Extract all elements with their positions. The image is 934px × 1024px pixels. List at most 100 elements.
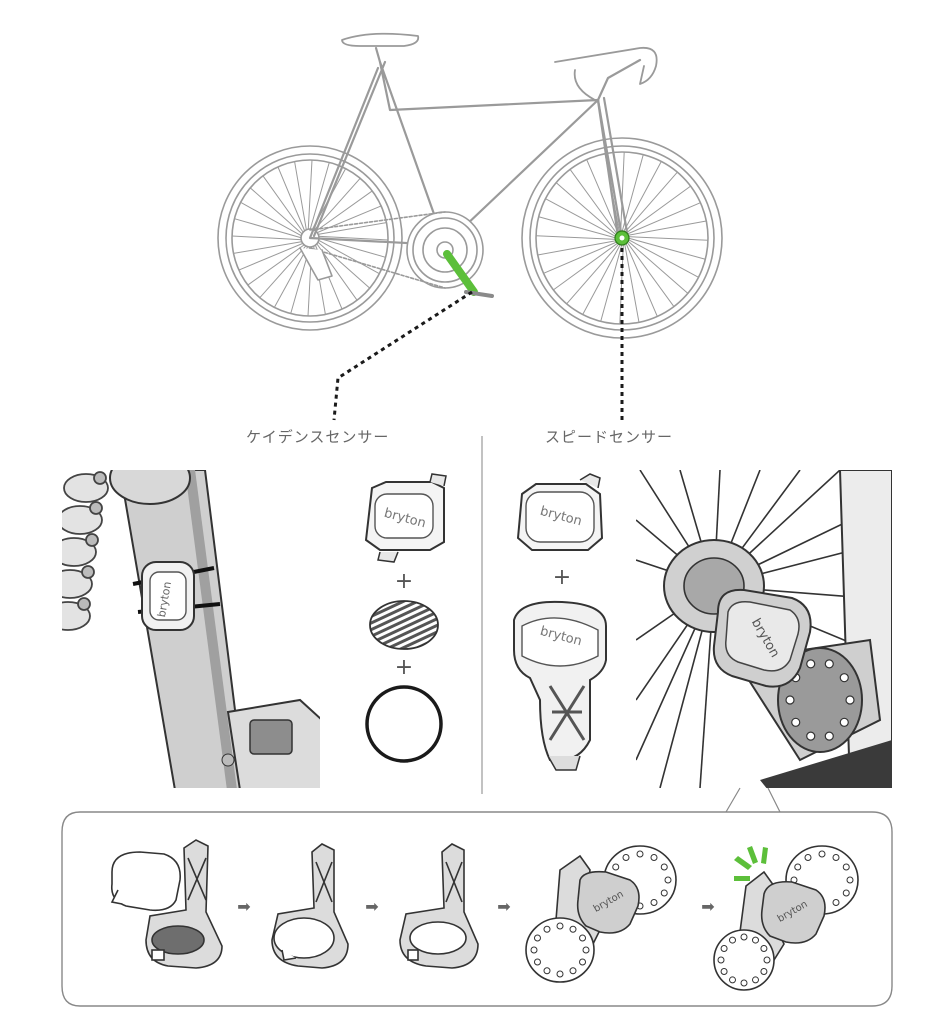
plus-sign-3: + (553, 565, 571, 590)
flange-hole (556, 970, 564, 978)
spoke (543, 241, 618, 274)
cadence-sensor-on-crank: bryton (132, 561, 221, 631)
flange-hole (729, 976, 736, 984)
spoke (273, 245, 309, 308)
install-step-1 (110, 839, 223, 969)
arrow-right-icon-1: ➡ (237, 897, 250, 916)
flange-hole (824, 659, 834, 669)
flange-hole (660, 863, 668, 871)
spoke (277, 166, 306, 233)
speed-closeup-panel: bryton (636, 470, 892, 788)
flange-hole (832, 899, 840, 907)
spoke (552, 242, 619, 291)
spoke (624, 242, 640, 323)
spoke (555, 182, 618, 236)
spoke (233, 218, 303, 239)
chain-icon (62, 471, 109, 631)
spoke (294, 161, 308, 232)
plus-sign-2: + (395, 655, 413, 680)
spoke (625, 242, 658, 317)
flange-hole (579, 958, 587, 966)
flange-hole (806, 659, 816, 669)
spoke (238, 242, 305, 271)
flange-hole (556, 922, 564, 930)
flange-hole (650, 899, 658, 907)
flange-hole (569, 925, 577, 933)
pedal-icon (221, 698, 320, 788)
spoke (538, 216, 617, 239)
spoke (600, 243, 623, 322)
spoke (259, 244, 308, 299)
flange-holes (785, 659, 855, 741)
flange-hole (622, 853, 630, 861)
spoke (316, 240, 371, 289)
flange-hole (785, 695, 795, 705)
spoke (626, 241, 675, 308)
front-fork (596, 98, 620, 238)
spoke (627, 238, 700, 278)
spoke (544, 198, 617, 238)
flange-hole (582, 946, 590, 954)
flange-hole (846, 876, 854, 884)
flange-hole (720, 968, 728, 975)
spoke (566, 242, 620, 305)
cadence-sensor-icon: bryton (364, 473, 447, 563)
mount-bracket-icon: bryton (513, 600, 607, 771)
flange-hole (729, 936, 736, 944)
spoke (626, 202, 701, 235)
plus-sign-1: + (395, 569, 413, 594)
front-hub-highlight (614, 230, 630, 246)
click-burst-icon (734, 846, 768, 881)
spoke (240, 201, 303, 237)
flange-hole (612, 863, 620, 871)
callout-pointer (725, 787, 781, 813)
install-step-5: bryton (713, 845, 859, 991)
spoke (262, 175, 305, 234)
rear-derailleur (299, 247, 333, 281)
flange-hole (752, 976, 759, 984)
flange-hole (791, 717, 801, 727)
speed-sensor-label: スピードセンサー (545, 428, 674, 446)
spoke (233, 240, 304, 254)
flange-hole (824, 731, 834, 741)
flange-hole (818, 850, 826, 858)
spoke (307, 159, 313, 231)
cadence-leader-line (332, 290, 473, 421)
flange-hole (740, 933, 748, 941)
spoke (317, 235, 389, 241)
spoke (586, 159, 619, 234)
spoke (317, 239, 380, 275)
spoke (249, 187, 304, 236)
cadence-sensor-label: ケイデンスセンサー (246, 428, 390, 446)
flange-hole (533, 934, 541, 942)
flange-hole (720, 945, 728, 952)
spoke (624, 171, 678, 234)
flange-hole (664, 876, 672, 884)
flange-hole (804, 853, 812, 861)
speed-sensor-icon: bryton (516, 473, 604, 551)
flange-hole (839, 717, 849, 727)
spoke (626, 240, 689, 294)
brand-logo-cadence-mounted: bryton (155, 580, 174, 618)
flange-hole (794, 863, 802, 871)
flange-hole (543, 967, 551, 975)
flange-hole (650, 853, 658, 861)
spoke (626, 220, 707, 236)
speed-sensor-on-hub: bryton (712, 588, 812, 688)
spoke (317, 237, 387, 258)
flange-hole (717, 956, 725, 964)
spoke (627, 236, 709, 241)
flange-hole (832, 853, 840, 861)
arrow-right-icon-2: ➡ (365, 897, 378, 916)
install-step-3 (399, 843, 479, 969)
spoke (231, 235, 303, 241)
flange-hole (543, 925, 551, 933)
o-ring-icon (365, 685, 443, 763)
flange-hole (660, 889, 668, 897)
arrow-right-icon-3: ➡ (497, 897, 510, 916)
spoke (569, 168, 618, 235)
spoke (627, 237, 706, 260)
flange-hole (845, 695, 855, 705)
flange-hole (839, 673, 849, 683)
